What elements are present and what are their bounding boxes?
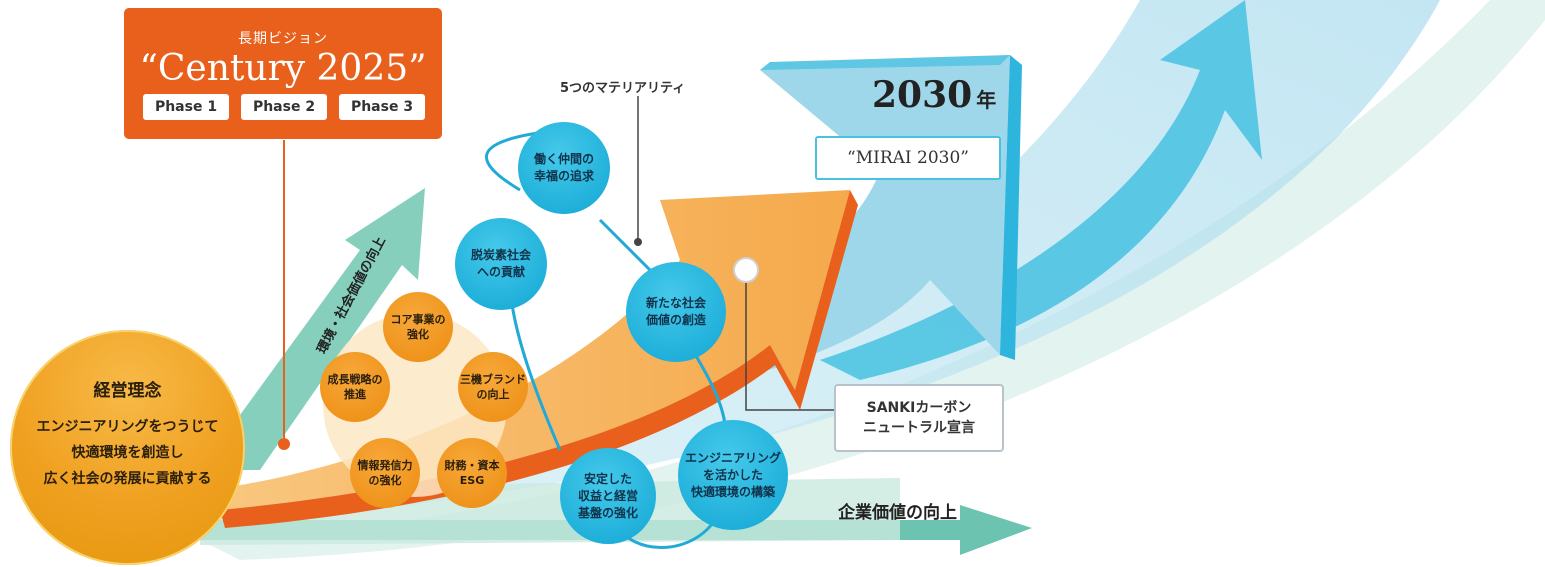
core-item-line: 三機ブランド bbox=[460, 373, 526, 386]
management-philosophy-circle: 経営理念 エンジニアリングをつうじて 快適環境を創造し 広く社会の発展に貢献する bbox=[10, 330, 245, 565]
materiality-line: 基盤の強化 bbox=[577, 505, 638, 520]
mirai-plan-box: “MIRAI 2030” bbox=[815, 136, 1001, 180]
materiality-item: 新たな社会 価値の創造 bbox=[626, 262, 726, 362]
materiality-line: への貢献 bbox=[476, 265, 525, 279]
materiality-line: エンジニアリング bbox=[684, 450, 781, 465]
vision-subtitle: 長期ビジョン bbox=[238, 31, 328, 47]
materiality-item: エンジニアリング を活かした 快適環境の構築 bbox=[678, 420, 788, 530]
sanki-connector bbox=[745, 280, 834, 411]
year-number: 2030 bbox=[872, 74, 973, 116]
core-item: 成長戦略の 推進 bbox=[320, 352, 390, 422]
materiality-line: 安定した bbox=[583, 471, 632, 486]
vision-arrow-edge bbox=[1000, 55, 1022, 360]
materiality-line: 価値の創造 bbox=[645, 313, 706, 327]
core-item-line: コア事業の bbox=[390, 313, 446, 326]
materiality-line: 新たな社会 bbox=[645, 296, 706, 310]
core-item-line: 強化 bbox=[407, 328, 429, 341]
phase-3-label: Phase 3 bbox=[339, 94, 425, 120]
corp-value-label: 企業価値の向上 bbox=[838, 503, 957, 523]
vision-title: “Century 2025” bbox=[139, 48, 427, 89]
core-item: 財務・資本 ESG bbox=[437, 438, 507, 508]
core-item-line: 成長戦略の bbox=[327, 373, 383, 386]
philosophy-title: 経営理念 bbox=[93, 381, 162, 401]
sanki-point bbox=[733, 257, 759, 283]
materiality-line: を活かした bbox=[702, 467, 763, 482]
materiality-item: 脱炭素社会 への貢献 bbox=[455, 218, 547, 310]
mirai-plan-label: “MIRAI 2030” bbox=[847, 148, 969, 168]
materiality-line: 幸福の追求 bbox=[533, 169, 594, 183]
year-unit: 年 bbox=[976, 88, 997, 112]
core-item-line: ESG bbox=[459, 474, 485, 487]
core-item-line: の向上 bbox=[476, 388, 510, 401]
env-arrow bbox=[200, 188, 425, 470]
materiality-item: 安定した 収益と経営 基盤の強化 bbox=[560, 448, 656, 544]
sanki-carbon-box: SANKIカーボン ニュートラル宣言 bbox=[834, 384, 1004, 452]
core-item-line: 財務・資本 bbox=[444, 459, 500, 472]
top-right-arrow bbox=[820, 0, 1262, 380]
materiality-loop bbox=[485, 128, 727, 549]
materiality-line: 働く仲間の bbox=[533, 152, 594, 166]
core-item-line: 情報発信力 bbox=[357, 459, 413, 472]
sanki-line: SANKIカーボン bbox=[866, 400, 972, 416]
phase-2-label: Phase 2 bbox=[241, 94, 327, 120]
core-item-line: の強化 bbox=[368, 474, 402, 487]
materiality-line: 快適環境の構築 bbox=[690, 484, 775, 499]
materiality-line: 収益と経営 bbox=[577, 488, 638, 503]
core-item: コア事業の 強化 bbox=[383, 292, 453, 362]
orange-arrow-edge bbox=[220, 190, 858, 528]
sky-sweep-large bbox=[230, 0, 1440, 520]
core-item-line: 推進 bbox=[344, 388, 366, 401]
philosophy-line: エンジニアリングをつうじて bbox=[36, 419, 219, 435]
phase-1-label: Phase 1 bbox=[143, 94, 229, 120]
century-vision-box: 長期ビジョン “Century 2025” Phase 1 Phase 2 Ph… bbox=[124, 8, 442, 139]
sanki-line: ニュートラル宣言 bbox=[863, 420, 975, 436]
materiality-item: 働く仲間の 幸福の追求 bbox=[518, 122, 610, 214]
core-item: 三機ブランド の向上 bbox=[458, 352, 528, 422]
materiality-label: 5つのマテリアリティ bbox=[560, 81, 686, 96]
philosophy-line: 広く社会の発展に貢献する bbox=[43, 471, 212, 487]
materiality-connector-dot bbox=[634, 238, 642, 246]
core-item: 情報発信力 の強化 bbox=[350, 438, 420, 508]
century-connector-dot bbox=[278, 438, 290, 450]
materiality-line: 脱炭素社会 bbox=[470, 248, 531, 262]
vision-arrow-edge-left bbox=[760, 55, 1010, 70]
philosophy-line: 快適環境を創造し bbox=[71, 445, 184, 461]
